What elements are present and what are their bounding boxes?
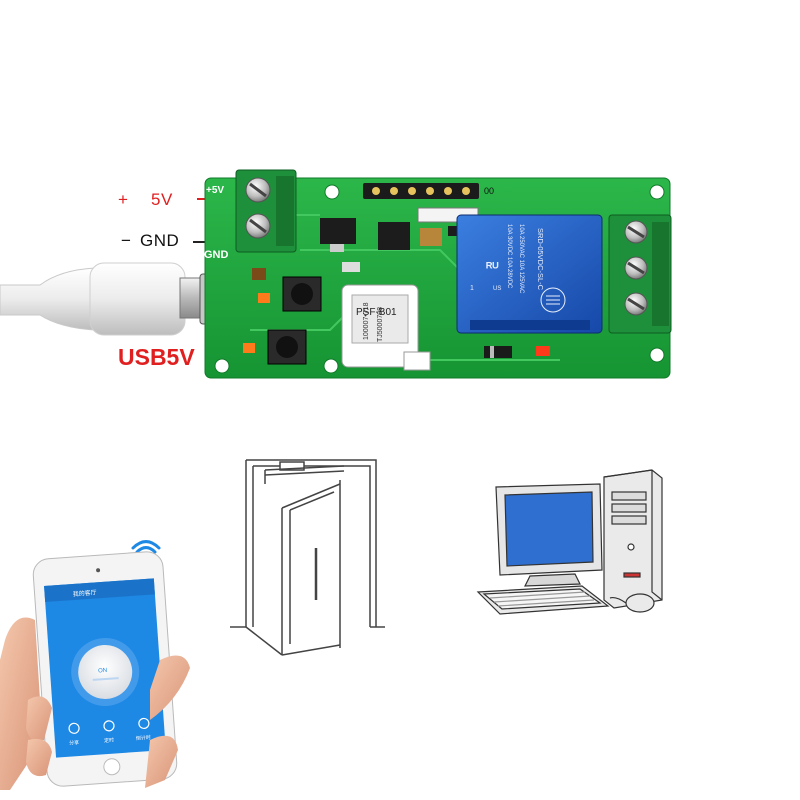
input-terminal-block	[235, 169, 297, 253]
relay-pcb: +5V GND 00	[204, 169, 672, 379]
minus-sign: −	[121, 231, 132, 250]
label-5v: 5V	[151, 190, 173, 209]
door-illustration	[230, 459, 385, 656]
relay-model: SRD-05VDC-SL-C	[536, 228, 545, 291]
app-title: 我的客厅	[72, 588, 97, 598]
label-usb5v: USB5V	[118, 344, 195, 370]
tab-share[interactable]: 分享	[69, 739, 79, 747]
output-terminal-block	[608, 214, 672, 334]
relay-ul-mark: ᴿᵁ	[486, 259, 499, 275]
relay: SRD-05VDC-SL-C 10A 250VAC 10A 125VAC 10A…	[456, 214, 603, 334]
chip-code-1: 100007•718	[363, 302, 370, 340]
power-switch-button[interactable]	[76, 643, 134, 701]
phone-in-hand-illustration: 我的客厅 ON 分享 定时 倒计时	[0, 540, 190, 790]
timer-icon	[103, 720, 115, 732]
plus-sign: +	[118, 190, 129, 209]
module-text: PSF-B01	[356, 307, 397, 318]
relay-pin: 1	[470, 285, 474, 292]
relay-board-illustration: +5V GND 00	[0, 169, 672, 379]
led-power	[243, 343, 255, 353]
chip-code-2: TJ5000798	[377, 307, 384, 342]
relay-us: US	[493, 286, 501, 292]
label-gnd: GND	[140, 231, 180, 250]
home-button[interactable]	[103, 758, 121, 776]
silk-00: 00	[484, 186, 494, 196]
relay-spec-1: 10A 250VAC 10A 125VAC	[518, 224, 524, 294]
wifi-module: PSF-B01 100007•718 TJ5000798	[341, 284, 431, 371]
pin-header	[363, 183, 479, 199]
push-button-bottom	[267, 329, 307, 365]
led-relay	[536, 346, 550, 356]
tab-countdown[interactable]: 倒计时	[136, 734, 151, 742]
led-status	[258, 293, 270, 303]
computer-illustration	[476, 469, 663, 615]
tab-timer[interactable]: 定时	[104, 737, 114, 745]
switch-label: ON	[98, 668, 107, 675]
silk-5v: +5V	[206, 185, 224, 196]
share-icon	[68, 722, 80, 734]
alarm-icon	[138, 717, 150, 730]
push-button-top	[282, 276, 322, 312]
silk-gnd: GND	[204, 249, 229, 261]
relay-spec-2: 10A 30VDC 10A 28VDC	[506, 224, 512, 289]
usb-cable	[0, 262, 237, 336]
